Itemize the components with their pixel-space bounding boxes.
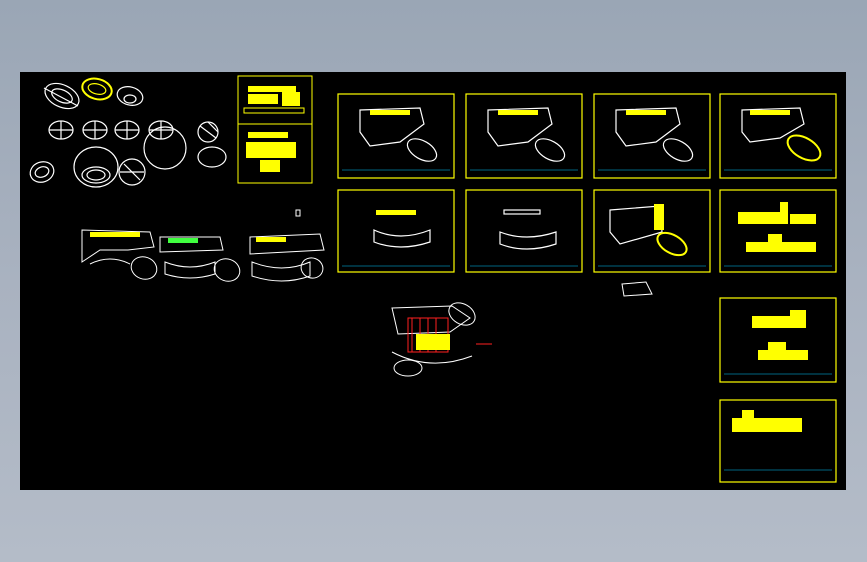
detail-small — [621, 281, 653, 297]
ellipse-sketch-group — [29, 77, 227, 188]
ellipse-sketch-icon — [116, 86, 144, 106]
sheet-2[interactable] — [465, 93, 583, 179]
sheet-7[interactable] — [593, 189, 711, 273]
sheet-5[interactable] — [337, 189, 455, 273]
floor-plan-icon — [81, 229, 158, 280]
sheet-4[interactable] — [719, 93, 837, 179]
cad-drawing — [29, 75, 837, 483]
ellipse-sketch-icon — [43, 82, 80, 110]
elevation-icon — [243, 86, 305, 172]
floor-plan-group — [81, 209, 325, 282]
sheet-1[interactable] — [337, 93, 455, 179]
floor-plan-icon — [159, 236, 241, 282]
window-title — [0, 0, 867, 18]
ellipse-sketch-icon — [143, 121, 227, 170]
sheet-6[interactable] — [465, 189, 583, 273]
overlay-plan[interactable] — [391, 298, 492, 377]
sheet-9-elevation[interactable] — [719, 297, 837, 383]
sheet-3[interactable] — [593, 93, 711, 179]
sheet-grid — [337, 93, 837, 483]
cover-sheet[interactable] — [237, 75, 313, 184]
floor-plan-icon — [249, 209, 325, 282]
ellipse-sketch-icon — [81, 77, 113, 101]
sheet-8-elevation[interactable] — [719, 189, 837, 273]
sheet-10-elevation[interactable] — [719, 399, 837, 483]
drawing-canvas[interactable] — [20, 72, 846, 490]
ellipse-sketch-icon — [29, 146, 146, 188]
